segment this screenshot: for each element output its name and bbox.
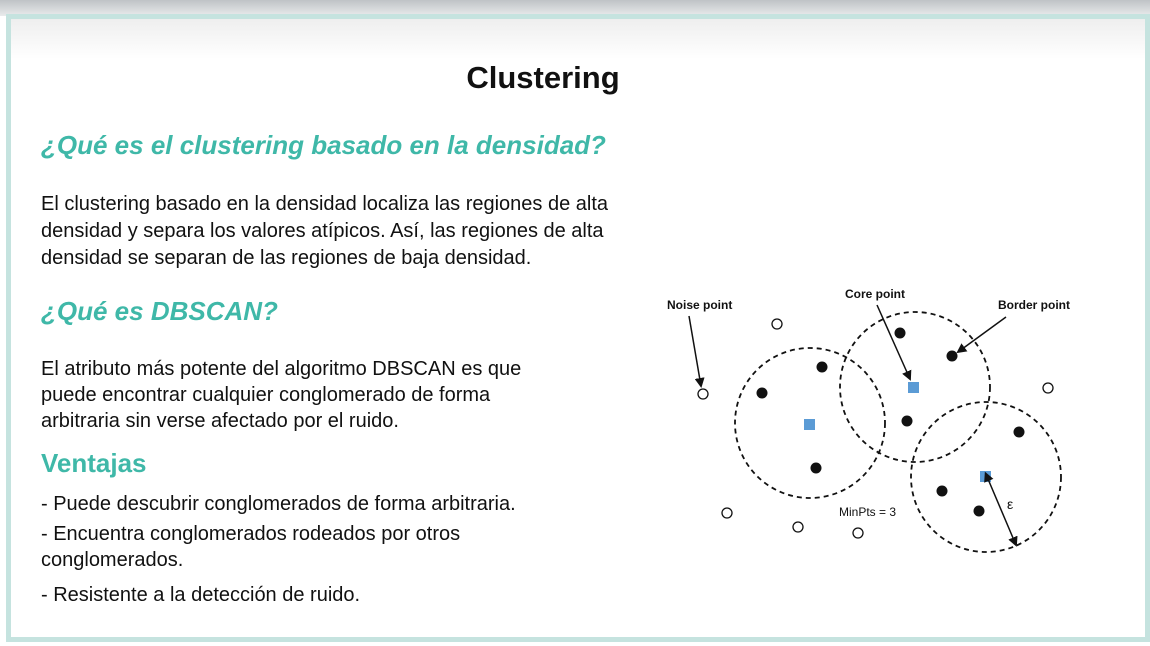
- noise-point: [771, 318, 783, 330]
- noise-point: [697, 388, 709, 400]
- epsilon-circle-top: [839, 311, 991, 463]
- epsilon-circle-right: [910, 401, 1062, 553]
- paragraph-dbscan-line-3: arbitraria sin verse afectado por el rui…: [41, 410, 399, 432]
- noise-point: [792, 521, 804, 533]
- paragraph-dbscan-line-1: El atributo más potente del algoritmo DB…: [41, 358, 522, 380]
- label-border-point: Border point: [998, 298, 1070, 312]
- cluster-point: [756, 387, 768, 399]
- paragraph-density-line-2: densidad y separa los valores atípicos. …: [41, 220, 604, 242]
- cluster-point: [894, 327, 906, 339]
- paragraph-density-line-3: densidad se separan de las regiones de b…: [41, 247, 532, 269]
- paragraph-dbscan-line-2: puede encontrar cualquier conglomerado d…: [41, 384, 491, 406]
- list-item-surrounded-clusters: - Encuentra conglomerados rodeados por o…: [41, 523, 461, 545]
- label-noise-point: Noise point: [667, 298, 732, 312]
- heading-dbscan: ¿Qué es DBSCAN?: [41, 296, 278, 326]
- border-point: [946, 350, 958, 362]
- label-core-point: Core point: [845, 287, 905, 301]
- noise-point: [852, 527, 864, 539]
- slide-title: Clustering: [466, 60, 620, 95]
- list-item-noise-resistant: - Resistente a la detección de ruido.: [41, 584, 361, 606]
- slide: Clustering ¿Qué es el clustering basado …: [6, 14, 1150, 642]
- slide-header-shade: [11, 19, 1145, 59]
- cluster-point: [816, 361, 828, 373]
- core-point-top: [908, 382, 919, 393]
- arrow-epsilon: [984, 471, 1018, 547]
- arrow-core-point: [876, 304, 912, 381]
- core-point-left: [804, 419, 815, 430]
- list-item-surrounded-clusters-cont: conglomerados.: [41, 549, 184, 571]
- noise-point: [721, 507, 733, 519]
- epsilon-circle-left: [734, 347, 886, 499]
- heading-density-clustering: ¿Qué es el clustering basado en la densi…: [41, 130, 606, 160]
- cluster-point: [901, 415, 913, 427]
- noise-point: [1042, 382, 1054, 394]
- window-top-bar: [0, 0, 1150, 16]
- label-minpts: MinPts = 3: [839, 505, 896, 519]
- paragraph-density-line-1: El clustering basado en la densidad loca…: [41, 193, 609, 215]
- heading-ventajas: Ventajas: [41, 448, 147, 478]
- cluster-point: [1013, 426, 1025, 438]
- cluster-point: [936, 485, 948, 497]
- list-item-arbitrary-shape: - Puede descubrir conglomerados de forma…: [41, 493, 516, 515]
- arrow-border-point: [956, 316, 1007, 354]
- cluster-point: [973, 505, 985, 517]
- cluster-point: [810, 462, 822, 474]
- dbscan-diagram: Noise point Core point Border point MinP…: [667, 287, 1070, 553]
- label-epsilon: ε: [1007, 496, 1013, 512]
- arrow-noise-point: [688, 315, 705, 388]
